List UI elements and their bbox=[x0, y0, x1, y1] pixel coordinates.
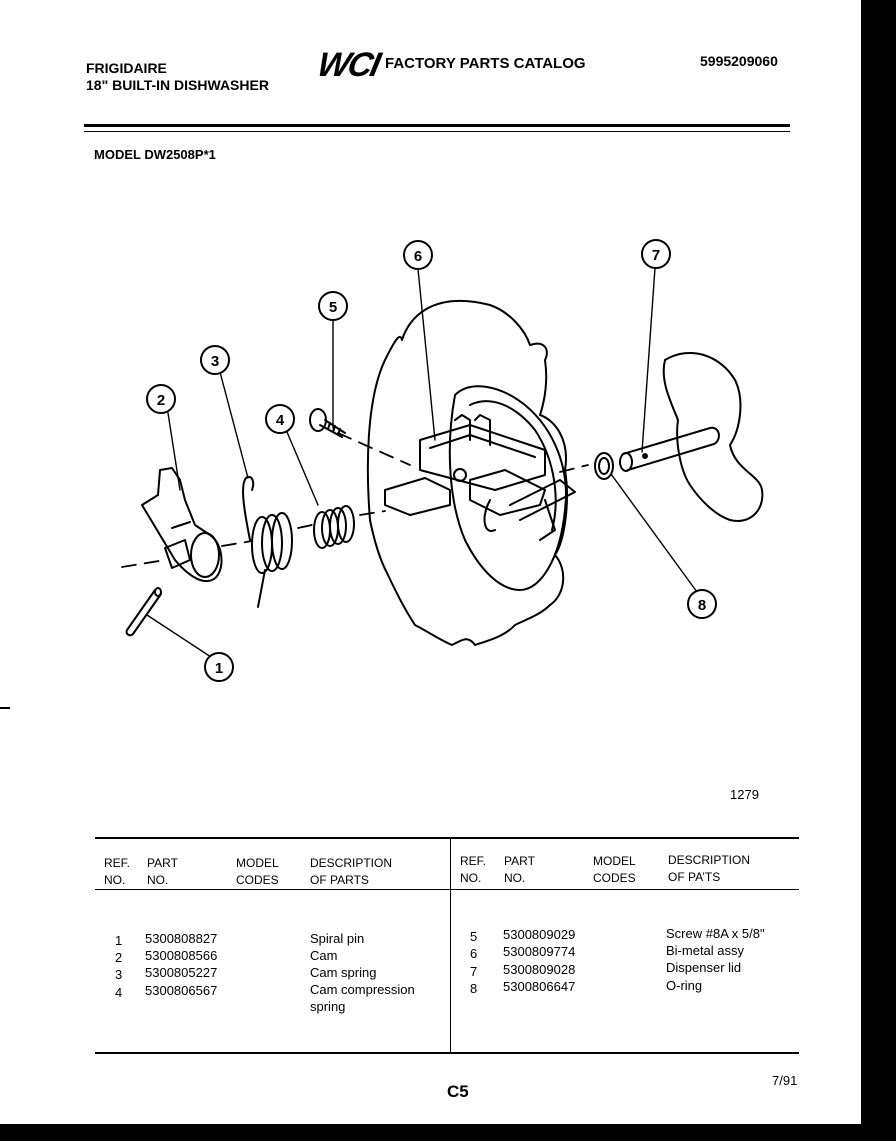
description-cell: Cam spring bbox=[310, 965, 377, 980]
publication-date: 7/91 bbox=[772, 1073, 798, 1088]
table-rule-bottom bbox=[95, 1052, 799, 1054]
page-border-right bbox=[861, 0, 896, 1141]
cam-spring bbox=[242, 476, 293, 608]
callout-6: 6 bbox=[414, 248, 422, 265]
ref-cell: 3 bbox=[115, 967, 123, 982]
header-rule-thin bbox=[84, 131, 790, 132]
assembly-axis bbox=[121, 432, 589, 568]
callouts bbox=[146, 239, 717, 682]
brand-name: FRIGIDAIRE bbox=[86, 60, 167, 76]
dispenser-lid bbox=[662, 351, 764, 522]
description-cell: Cam bbox=[310, 948, 338, 963]
description-cell: O-ring bbox=[666, 978, 703, 993]
part-number-cell: 5300809028 bbox=[503, 962, 576, 977]
callout-3: 3 bbox=[211, 353, 219, 370]
callout-8: 8 bbox=[698, 597, 706, 614]
description-cell: Dispenser lid bbox=[666, 960, 742, 975]
col-header-part-no-right: PART NO. bbox=[504, 854, 535, 885]
col-header-ref-no: REF. NO. bbox=[104, 856, 131, 887]
table-column-divider bbox=[450, 838, 451, 1053]
col-header-part-no: PART NO. bbox=[147, 856, 178, 887]
cam-compression-spring bbox=[313, 505, 355, 549]
description-cell-continued: spring bbox=[310, 999, 346, 1014]
part-number-cell: 5300805227 bbox=[145, 965, 218, 980]
spiral-pin bbox=[125, 587, 162, 637]
col-header-ref-no-right: REF. NO. bbox=[460, 854, 487, 885]
table-rule-top bbox=[95, 837, 799, 839]
screw bbox=[309, 408, 346, 438]
table-rule-header bbox=[95, 889, 799, 890]
ref-cell: 1 bbox=[115, 933, 123, 948]
ref-cell: 7 bbox=[470, 964, 478, 979]
callout-2: 2 bbox=[157, 392, 165, 409]
part-number-cell: 5300809774 bbox=[503, 944, 576, 959]
o-ring bbox=[594, 452, 614, 480]
margin-mark bbox=[0, 707, 10, 709]
ref-cell: 2 bbox=[115, 950, 123, 965]
lid-shaft bbox=[619, 426, 720, 472]
page-code: C5 bbox=[447, 1082, 469, 1101]
model-number: MODEL DW2508P*1 bbox=[94, 147, 216, 162]
ref-cell: 5 bbox=[470, 929, 478, 944]
description-cell: Bi-metal assy bbox=[666, 943, 745, 958]
ref-cell: 8 bbox=[470, 981, 478, 996]
leader-lines bbox=[146, 267, 698, 658]
cam bbox=[141, 467, 223, 583]
callout-5: 5 bbox=[329, 299, 337, 316]
col-header-model-codes: MODEL CODES bbox=[236, 856, 279, 887]
part-number-cell: 5300806567 bbox=[145, 983, 218, 998]
callout-1: 1 bbox=[215, 660, 223, 677]
page-border-bottom bbox=[0, 1124, 896, 1141]
col-header-description: DESCRIPTION OF PARTS bbox=[310, 856, 393, 887]
part-number-cell: 5300808566 bbox=[145, 948, 218, 963]
catalog-number: 5995209060 bbox=[700, 53, 778, 69]
catalog-title: FACTORY PARTS CATALOG bbox=[385, 55, 586, 72]
part-number-cell: 5300808827 bbox=[145, 931, 218, 946]
part-number-cell: 5300806647 bbox=[503, 979, 576, 994]
description-cell: Spiral pin bbox=[310, 931, 365, 946]
header-brand-block: FRIGIDAIRE 18" BUILT-IN DISHWASHER bbox=[86, 60, 269, 94]
col-header-model-codes-right: MODEL CODES bbox=[593, 854, 636, 885]
part-number-cell: 5300809029 bbox=[503, 927, 576, 942]
exploded-parts-diagram: 1 2 3 4 5 6 7 8 bbox=[121, 239, 764, 682]
callout-7: 7 bbox=[652, 247, 660, 264]
description-cell: Screw #8A x 5/8" bbox=[666, 926, 765, 941]
col-header-description-right: DESCRIPTION OF PA’TS bbox=[668, 853, 751, 884]
ref-cell: 6 bbox=[470, 946, 478, 961]
bimetal-assembly bbox=[384, 414, 576, 541]
description-cell: Cam compression bbox=[310, 982, 415, 997]
header-rule bbox=[84, 124, 790, 127]
ref-cell: 4 bbox=[115, 985, 123, 1000]
dispenser-housing-outline bbox=[366, 299, 568, 646]
product-name: 18" BUILT-IN DISHWASHER bbox=[86, 77, 269, 93]
figure-number: 1279 bbox=[730, 787, 759, 802]
callout-4: 4 bbox=[276, 412, 285, 429]
